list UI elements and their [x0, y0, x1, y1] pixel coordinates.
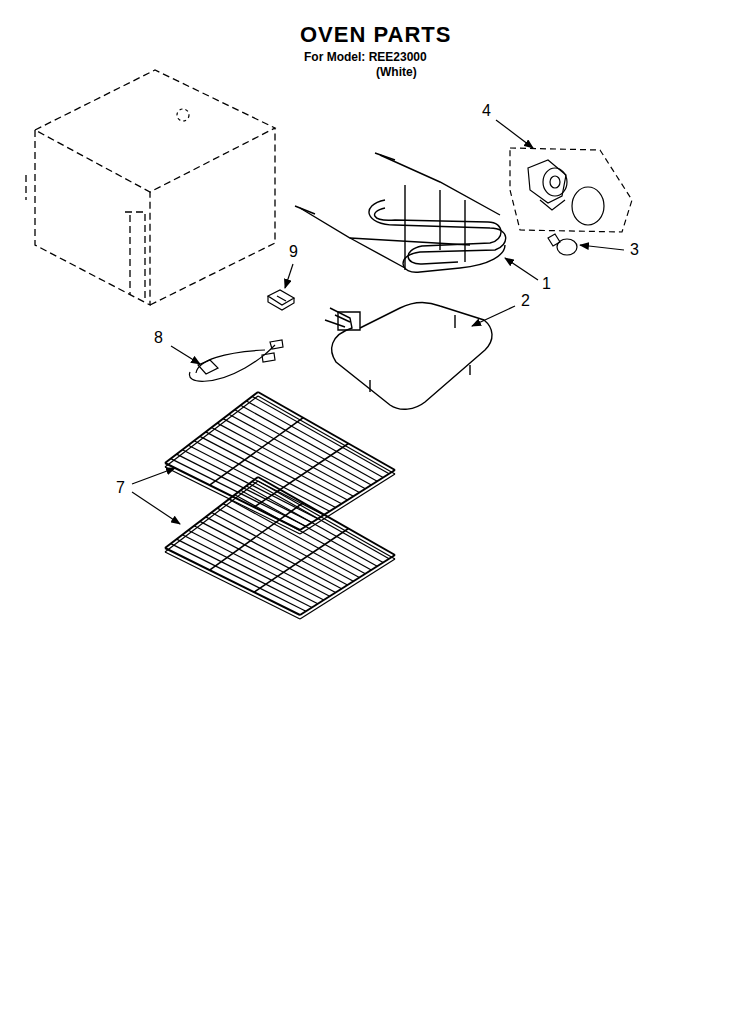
callout-number: 4: [482, 102, 491, 120]
rack-wire: [300, 474, 395, 534]
page-title: OVEN PARTS: [300, 23, 451, 47]
light-assembly: [510, 148, 632, 232]
rack-wire: [210, 503, 304, 570]
element-clip: [268, 290, 294, 310]
rack-wire: [254, 529, 348, 593]
callout-number: 8: [154, 329, 163, 347]
callout-number: 9: [289, 243, 298, 261]
rack-wire: [165, 548, 300, 615]
rack-wire: [171, 544, 306, 612]
light-bulb: [548, 234, 577, 255]
rack-wire: [165, 552, 300, 619]
bake-element: [325, 302, 492, 409]
rack-wire: [300, 559, 395, 619]
model-number: For Model: REE23000: [304, 51, 427, 64]
oven-cavity: [26, 70, 275, 305]
rack-wire: [188, 445, 323, 515]
broil-element: [295, 153, 506, 272]
leader-lines: [132, 120, 624, 524]
rack-wire: [177, 539, 312, 607]
callout-number: 2: [521, 292, 530, 310]
oven-racks: [165, 392, 395, 619]
callout-number: 7: [116, 479, 125, 497]
rack-wire: [182, 535, 317, 604]
callout-number: 1: [542, 275, 551, 293]
rack-wire: [188, 530, 323, 600]
oven-sensor: [189, 340, 283, 381]
model-color: (White): [376, 66, 417, 79]
rack-wire: [210, 418, 304, 485]
callout-number: 3: [630, 241, 639, 259]
